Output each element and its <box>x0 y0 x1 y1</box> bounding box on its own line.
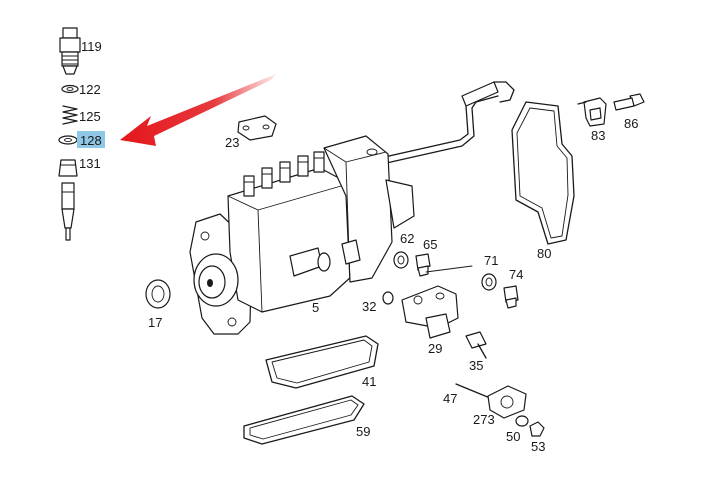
label-59: 59 <box>356 424 370 439</box>
label-74: 74 <box>509 267 523 282</box>
label-17: 17 <box>148 315 162 330</box>
part-122-washer <box>61 84 79 94</box>
part-62-washer <box>393 251 409 269</box>
highlight-box-128 <box>77 131 105 148</box>
part-29-valve-block <box>401 265 473 339</box>
label-131: 131 <box>79 156 101 171</box>
label-32: 32 <box>362 299 376 314</box>
fuel-line <box>379 81 515 165</box>
label-80: 80 <box>537 246 551 261</box>
part-80-cover-gasket <box>511 101 575 245</box>
part-23-gasket <box>237 115 277 141</box>
part-47-stud <box>455 383 491 399</box>
label-29: 29 <box>428 341 442 356</box>
part-53-nut <box>529 421 545 437</box>
part-17-seal <box>145 279 171 309</box>
part-59-gasket <box>243 395 365 445</box>
indicator-arrow <box>120 74 276 146</box>
label-119: 119 <box>81 39 102 54</box>
label-65: 65 <box>423 237 437 252</box>
injection-pump <box>189 135 415 335</box>
label-23: 23 <box>225 135 239 150</box>
label-122: 122 <box>79 82 101 97</box>
label-50: 50 <box>506 429 520 444</box>
part-119-nozzle-holder <box>59 27 81 75</box>
part-65-plug <box>415 253 431 277</box>
label-83: 83 <box>591 128 605 143</box>
part-41-gasket <box>265 335 379 389</box>
part-86-bolt <box>613 93 645 111</box>
part-273-flange <box>487 385 527 419</box>
part-32-oring <box>382 291 394 305</box>
label-35: 35 <box>469 358 483 373</box>
part-131-cap <box>58 159 78 177</box>
label-273: 273 <box>473 412 495 427</box>
part-125-spring <box>62 105 78 125</box>
label-62: 62 <box>400 231 414 246</box>
label-128: 128 <box>80 133 102 148</box>
label-47: 47 <box>443 391 457 406</box>
label-86: 86 <box>624 116 638 131</box>
part-74-plug <box>503 285 519 309</box>
part-83-bracket <box>577 97 607 127</box>
part-nozzle <box>61 182 75 241</box>
part-71-washer <box>481 273 497 291</box>
label-125: 125 <box>79 109 101 124</box>
label-53: 53 <box>531 439 545 454</box>
part-128-shim <box>58 135 78 145</box>
label-5: 5 <box>312 300 319 315</box>
label-71: 71 <box>484 253 498 268</box>
part-35-bolt <box>465 331 487 359</box>
part-50-washer <box>515 415 529 427</box>
label-41: 41 <box>362 374 376 389</box>
